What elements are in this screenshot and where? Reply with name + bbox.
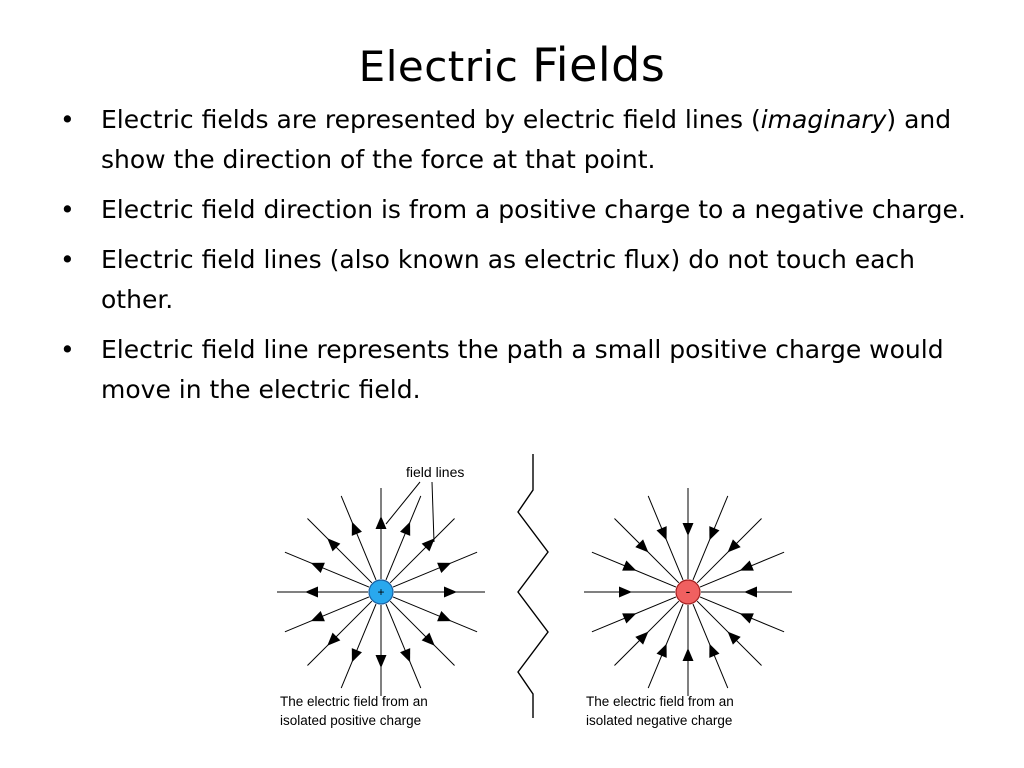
title-word-fields: Fields xyxy=(532,38,666,92)
negative-arrow-icon xyxy=(682,648,694,661)
positive-arrow-icon xyxy=(351,521,362,536)
title-word-electric: Electric xyxy=(358,42,519,91)
negative-arrow-icon xyxy=(656,643,667,658)
negative-arrow-icon xyxy=(709,643,720,658)
negative-charge-field-lines xyxy=(584,488,792,696)
positive-charge xyxy=(368,579,394,605)
positive-field-line xyxy=(392,551,478,588)
negative-arrow-icon xyxy=(744,586,757,598)
negative-charge-symbol: - xyxy=(686,583,691,599)
zigzag-divider xyxy=(517,454,549,718)
positive-arrow-icon xyxy=(375,516,387,529)
positive-field-line xyxy=(284,596,370,633)
negative-caption-line2: isolated negative charge xyxy=(586,713,732,728)
positive-field-line xyxy=(385,603,422,689)
bullet-item: • Electric fields are represented by elec… xyxy=(60,100,980,180)
negative-arrow-icon xyxy=(619,586,632,598)
field-lines-label: field lines xyxy=(406,464,464,480)
positive-field-line xyxy=(307,518,373,584)
bullet-text: Electric field direction is from a posit… xyxy=(101,195,966,224)
positive-field-line xyxy=(389,518,455,584)
positive-field-line xyxy=(340,603,377,689)
positive-field-line xyxy=(389,600,455,666)
positive-field-line xyxy=(385,495,422,581)
positive-caption-line2: isolated positive charge xyxy=(280,713,421,728)
positive-field-line xyxy=(392,596,478,633)
positive-field-line xyxy=(340,495,377,581)
positive-arrow-icon xyxy=(375,655,387,668)
negative-caption-line1: The electric field from an xyxy=(586,694,734,709)
field-lines-pointer-1 xyxy=(385,481,421,525)
bullet-dot: • xyxy=(60,195,75,224)
field-lines-pointer-2 xyxy=(431,481,435,543)
bullet-italic-text: imaginary xyxy=(760,105,887,134)
positive-arrow-icon xyxy=(305,586,318,598)
negative-arrow-icon xyxy=(727,539,741,553)
positive-arrow-icon xyxy=(437,562,452,573)
positive-arrow-icon xyxy=(421,538,435,552)
positive-arrow-icon xyxy=(444,586,457,598)
positive-arrow-icon xyxy=(400,521,411,536)
positive-field-line xyxy=(284,551,370,588)
negative-arrow-icon xyxy=(739,613,754,624)
bullet-text: Electric fields are represented by elect… xyxy=(101,105,761,134)
negative-arrow-icon xyxy=(635,539,649,553)
positive-arrow-icon xyxy=(310,611,325,622)
positive-arrow-icon xyxy=(421,632,435,646)
bullet-text: Electric field line represents the path … xyxy=(101,335,944,404)
bullet-list: • Electric fields are represented by elec… xyxy=(60,100,980,420)
negative-arrow-icon xyxy=(635,631,649,645)
negative-arrow-icon xyxy=(727,631,741,645)
bullet-dot: • xyxy=(60,245,75,274)
negative-arrow-icon xyxy=(682,523,694,536)
positive-arrow-icon xyxy=(327,632,341,646)
positive-charge-field-lines xyxy=(277,488,485,696)
negative-arrow-icon xyxy=(622,560,637,571)
bullet-text-after: ) and show the direction of the force at… xyxy=(101,105,952,174)
positive-arrow-icon xyxy=(437,611,452,622)
electric-field-diagram: + - field lines The electric field from … xyxy=(277,454,792,728)
negative-arrow-icon xyxy=(622,613,637,624)
bullet-dot: • xyxy=(60,105,75,134)
negative-arrow-icon xyxy=(656,526,667,541)
negative-charge xyxy=(675,579,701,605)
bullet-item: • Electric field direction is from a posi… xyxy=(60,190,980,230)
positive-caption-line1: The electric field from an xyxy=(280,694,428,709)
negative-arrow-icon xyxy=(709,526,720,541)
positive-arrow-icon xyxy=(310,562,325,573)
negative-arrow-icon xyxy=(739,560,754,571)
positive-arrow-icon xyxy=(351,648,362,663)
bullet-dot: • xyxy=(60,335,75,364)
bullet-item: • Electric field lines (also known as ele… xyxy=(60,240,980,320)
positive-arrow-icon xyxy=(327,538,341,552)
positive-arrow-icon xyxy=(400,648,411,663)
slide-title: Electric Fields xyxy=(0,38,1024,92)
bullet-text: Electric field lines (also known as elec… xyxy=(101,245,916,314)
positive-charge-symbol: + xyxy=(377,585,384,599)
positive-field-line xyxy=(307,600,373,666)
bullet-item: • Electric field line represents the path… xyxy=(60,330,980,410)
